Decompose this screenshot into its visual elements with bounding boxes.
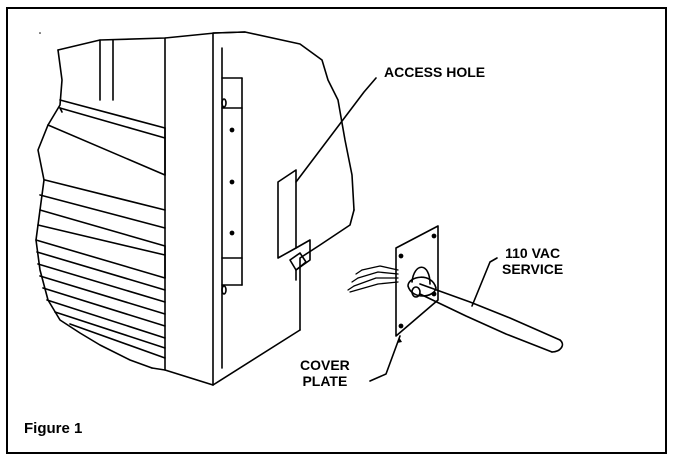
front-panel-bands [35, 99, 166, 359]
service-label: 110 VAC SERVICE [502, 245, 563, 277]
furnace-cabinet [35, 31, 355, 386]
figure-frame [6, 7, 667, 454]
cover-plate-leader [369, 335, 401, 382]
cover-plate-label-line-1: COVER [300, 357, 350, 373]
wires [347, 265, 399, 293]
service-label-line-2: SERVICE [502, 261, 564, 277]
service-cable [419, 283, 564, 353]
access-hole [277, 169, 311, 281]
access-hole-label: ACCESS HOLE [384, 64, 486, 80]
cover-plate-label-line-2: PLATE [302, 373, 348, 389]
side-flange [221, 47, 243, 369]
figure-caption: Figure 1 [24, 420, 83, 437]
access-hole-leader [295, 77, 377, 183]
cover-plate [395, 225, 439, 337]
service-leader [471, 257, 498, 307]
service-label-line-1: 110 VAC [505, 245, 561, 261]
cover-plate-label: COVER PLATE [300, 357, 350, 389]
